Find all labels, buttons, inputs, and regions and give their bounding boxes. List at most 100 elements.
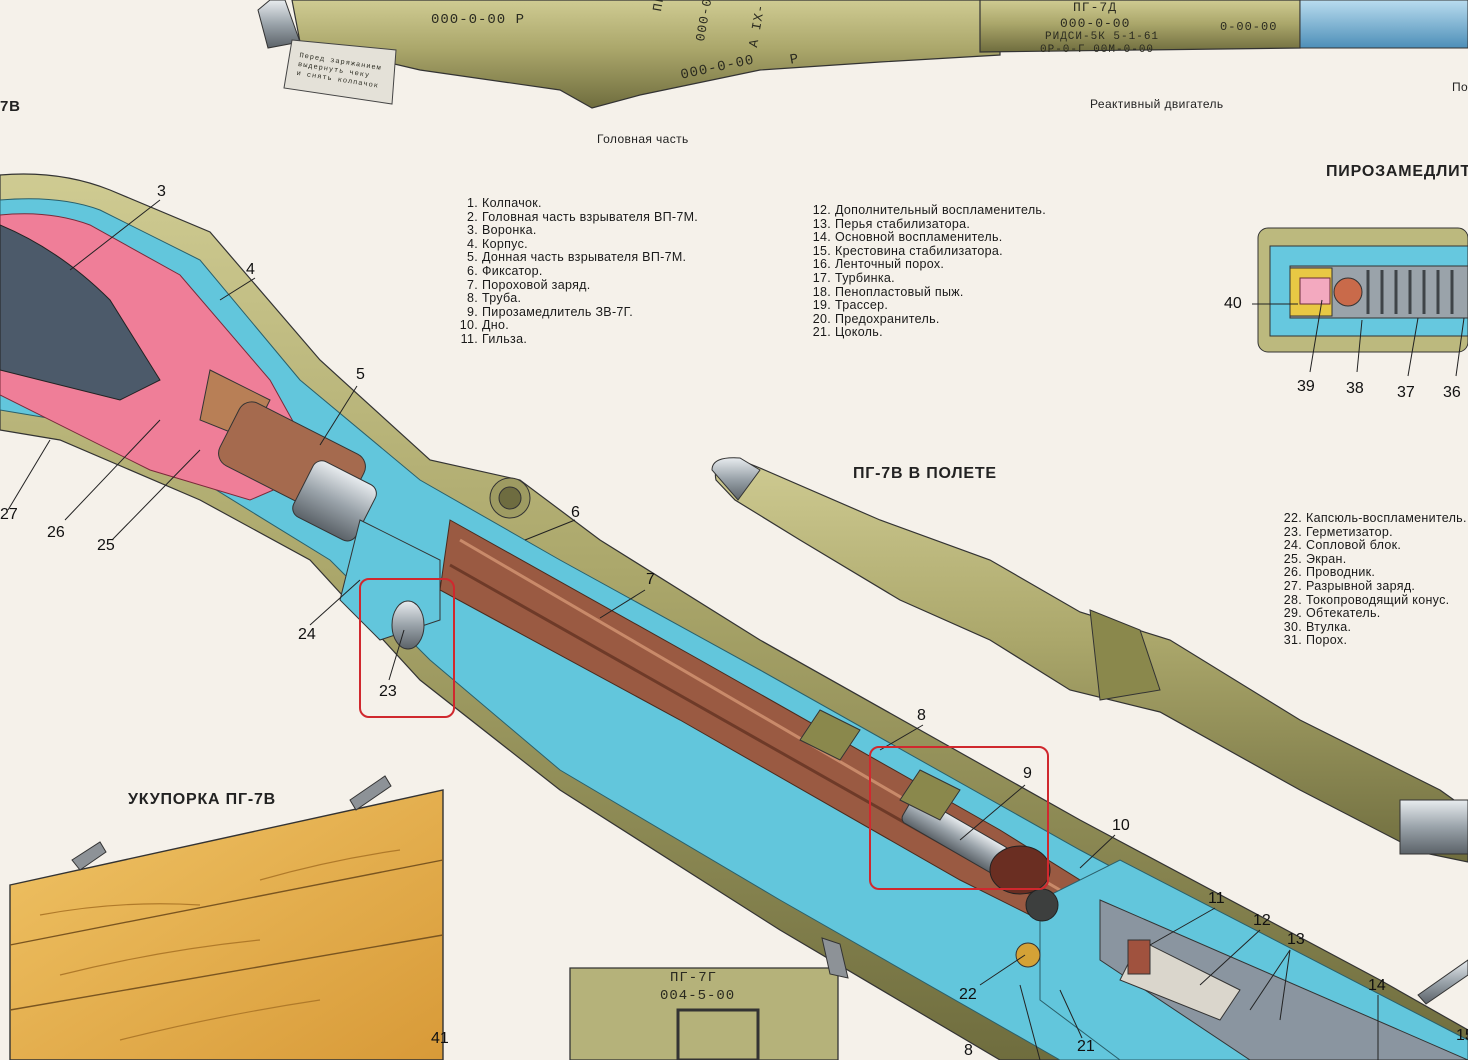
legend-item-number: 30. — [1283, 619, 1302, 634]
legend-item-text: Фиксатор. — [482, 263, 543, 278]
callout-8-lower: 8 — [964, 1042, 973, 1059]
legend-item: 10.Дно. — [458, 319, 698, 333]
callout-41: 41 — [431, 1030, 449, 1047]
legend-item: 27. Разрывной заряд. — [1280, 578, 1467, 594]
callout-26: 26 — [47, 524, 65, 541]
legend-item-text: Капсюль-воспламенитель. — [1306, 511, 1467, 525]
legend-item-text: Трассер. — [835, 298, 889, 313]
main-cutaway-rocket — [0, 173, 1468, 1060]
legend-item: 3.Воронка. — [458, 223, 698, 238]
legend-parts-1-11: 1.Колпачок.2.Головная часть взрывателя В… — [458, 196, 698, 347]
legend-item: 30. Втулка. — [1280, 619, 1467, 635]
spring-icon — [1366, 270, 1454, 314]
callout-14: 14 — [1368, 977, 1386, 994]
legend-item-number: 27. — [1283, 578, 1302, 593]
legend-item: 18.Пенопластовый пыж. — [809, 284, 1046, 300]
legend-item-text: Экран. — [1306, 551, 1347, 566]
legend-item-text: Воронка. — [482, 223, 537, 238]
legend-parts-12-21: 12. Дополнительный воспламенитель.13.Перь… — [809, 203, 1047, 340]
legend-item-number: 23. — [1283, 524, 1302, 539]
legend-item: 11.Гильза. — [458, 332, 698, 347]
warning-tag — [283, 39, 397, 105]
legend-item: 15.Крестовина стабилизатора. — [809, 243, 1046, 259]
legend-item-text: Пенопластовый пыж. — [835, 284, 964, 299]
legend-item: 23.Герметизатор. — [1280, 524, 1467, 540]
legend-item-text: Дополнительный воспламенитель. — [835, 203, 1047, 217]
callout-12: 12 — [1253, 912, 1271, 929]
legend-item-number: 25. — [1283, 551, 1302, 566]
box-marking-2: 004-5-00 — [660, 988, 736, 1004]
legend-item-number: 2. — [466, 209, 478, 224]
legend-item: 7.Пороховой заряд. — [458, 277, 698, 293]
callout-25: 25 — [97, 537, 115, 554]
legend-item-text: Проводник. — [1306, 565, 1376, 580]
packing-crate — [9, 775, 444, 1060]
highlight-box-pyro-delay — [869, 746, 1049, 890]
legend-item-number: 12. — [812, 203, 831, 217]
legend-item-text: Предохранитель. — [835, 311, 940, 326]
legend-item-number: 8. — [466, 291, 478, 306]
callout-8: 8 — [917, 707, 926, 724]
callout-36: 36 — [1443, 384, 1461, 401]
title-packing: УКУПОРКА ПГ-7В — [128, 791, 277, 808]
callout-23: 23 — [379, 683, 397, 700]
legend-item-number: 15. — [812, 243, 831, 258]
callout-5: 5 — [356, 366, 365, 383]
legend-item: 16.Ленточный порох. — [809, 258, 1046, 272]
rocket-in-flight — [711, 457, 1468, 863]
legend-item-text: Разрывной заряд. — [1306, 578, 1416, 593]
legend-item-number: 24. — [1283, 538, 1302, 553]
legend-item-text: Обтекатель. — [1306, 606, 1381, 621]
legend-item-number: 4. — [466, 236, 478, 251]
motor-marking-1: ПГ-7Д — [1073, 0, 1118, 15]
ammo-box — [569, 937, 849, 1060]
legend-item: 25. Экран. — [1280, 551, 1467, 567]
cone-liner — [0, 224, 161, 401]
legend-item-text: Турбинка. — [835, 270, 895, 285]
legend-item: 24.Сопловой блок. — [1280, 538, 1467, 553]
callout-11: 11 — [1208, 890, 1225, 907]
top-rocket-blue-section — [1299, 0, 1468, 49]
highlight-box-sealer — [359, 578, 455, 718]
legend-item-text: Токопроводящий конус. — [1306, 592, 1450, 607]
legend-item: 12. Дополнительный воспламенитель. — [809, 203, 1047, 218]
legend-item: 8.Труба. — [458, 291, 698, 306]
legend-item-number: 20. — [812, 311, 831, 326]
callout-4: 4 — [246, 261, 255, 278]
caption-warhead: Головная часть — [597, 132, 689, 146]
title-pyro-delay: ПИРОЗАМЕДЛИТ — [1326, 163, 1468, 180]
legend-item: 26. Проводник. — [1280, 566, 1467, 580]
legend-item: 9.Пирозамедлитель ЗВ-7Г. — [458, 304, 698, 320]
box-marking-1: ПГ-7Г — [670, 970, 718, 986]
legend-item-number: 21. — [812, 325, 831, 340]
motor-marking-3: РИДСИ-5К 5-1-61 — [1045, 31, 1160, 43]
legend-item-number: 22. — [1283, 511, 1302, 525]
callout-27: 27 — [0, 506, 18, 523]
legend-item: 21.Цоколь. — [809, 326, 1046, 340]
legend-item-number: 31. — [1283, 633, 1302, 648]
outer-shell — [0, 173, 1468, 1060]
legend-item-number: 10. — [459, 318, 478, 333]
legend-item-text: Порох. — [1306, 633, 1348, 648]
legend-item-text: Пороховой заряд. — [482, 277, 591, 292]
callout-10: 10 — [1112, 817, 1130, 834]
callout-22: 22 — [959, 986, 977, 1003]
legend-parts-22-31: 22. Капсюль-воспламенитель.23.Герметизато… — [1280, 511, 1467, 648]
legend-item-number: 26. — [1283, 565, 1302, 580]
legend-item: 13.Перья стабилизатора. — [809, 216, 1046, 232]
legend-item: 17.Турбинка. — [809, 270, 1046, 286]
caption-right-fragment: По — [1452, 80, 1468, 94]
callout-15: 15 — [1456, 1027, 1468, 1044]
legend-item-number: 28. — [1283, 592, 1302, 607]
legend-item-text: Донная часть взрывателя ВП-7М. — [482, 250, 687, 265]
legend-item-text: Ленточный порох. — [835, 257, 945, 272]
legend-item-text: Перья стабилизатора. — [835, 216, 971, 231]
legend-item: 5.Донная часть взрывателя ВП-7М. — [458, 251, 698, 265]
callout-13: 13 — [1287, 931, 1305, 948]
legend-item-text: Втулка. — [1306, 619, 1352, 634]
motor-marking-2: 000-0-00 — [1060, 16, 1131, 31]
leader-lines — [7, 199, 1379, 1060]
legend-item-text: Колпачок. — [482, 196, 542, 210]
legend-item-number: 9. — [466, 304, 478, 319]
